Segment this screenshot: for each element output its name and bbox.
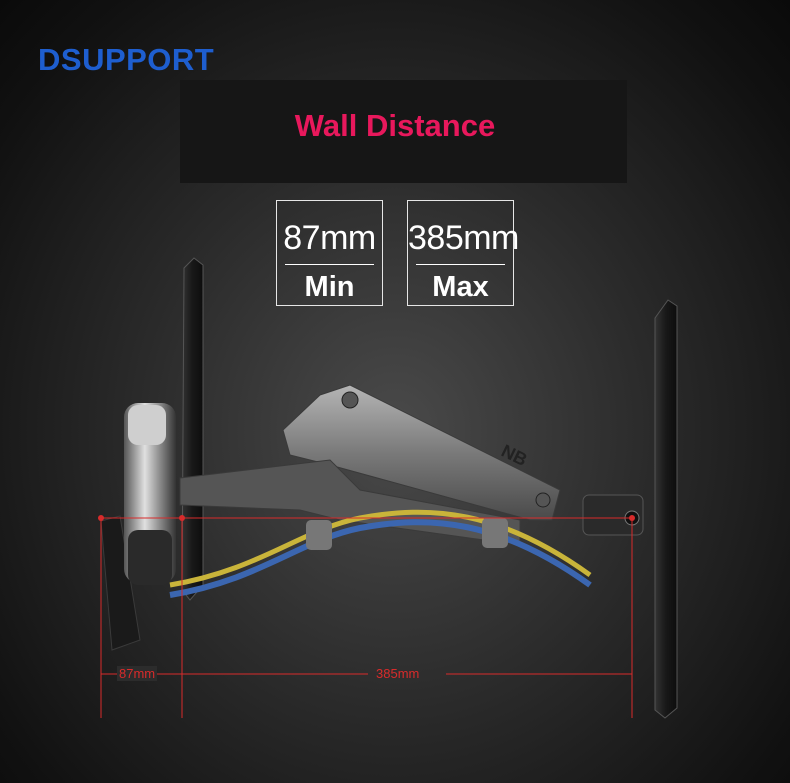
- cable-blue: [169, 519, 592, 598]
- brand-logo-text: DSUPPORT: [38, 42, 215, 77]
- max-spec-box: 385mm Max: [407, 200, 519, 306]
- max-spec-value: 385mm: [408, 219, 519, 257]
- dim-label-max: 385mm: [376, 666, 420, 681]
- page-title: Wall Distance: [294, 108, 496, 143]
- cable-clip-right: [482, 518, 508, 548]
- min-spec-label: Min: [304, 271, 355, 303]
- arm-end-bolt: [535, 492, 551, 508]
- cable-clip-left: [306, 520, 332, 550]
- max-spec-label: Max: [432, 271, 489, 303]
- brand-logo: DSUPPORT: [38, 42, 214, 78]
- dim-label-min: 87mm: [117, 666, 158, 681]
- max-spec-divider: [416, 264, 505, 265]
- min-spec-divider: [285, 264, 374, 265]
- min-spec-box: 87mm Min: [276, 200, 383, 306]
- screen-left: [181, 257, 204, 601]
- arm-pivot-bolt: [341, 391, 359, 409]
- wrist-joint: [582, 494, 644, 536]
- screen-right: [654, 299, 678, 719]
- arm-left-top: [128, 405, 166, 445]
- title-band: [180, 80, 627, 183]
- arm-upper-segment: [282, 384, 561, 521]
- arm-left-joint: [128, 530, 172, 585]
- min-spec-value: 87mm: [283, 219, 376, 257]
